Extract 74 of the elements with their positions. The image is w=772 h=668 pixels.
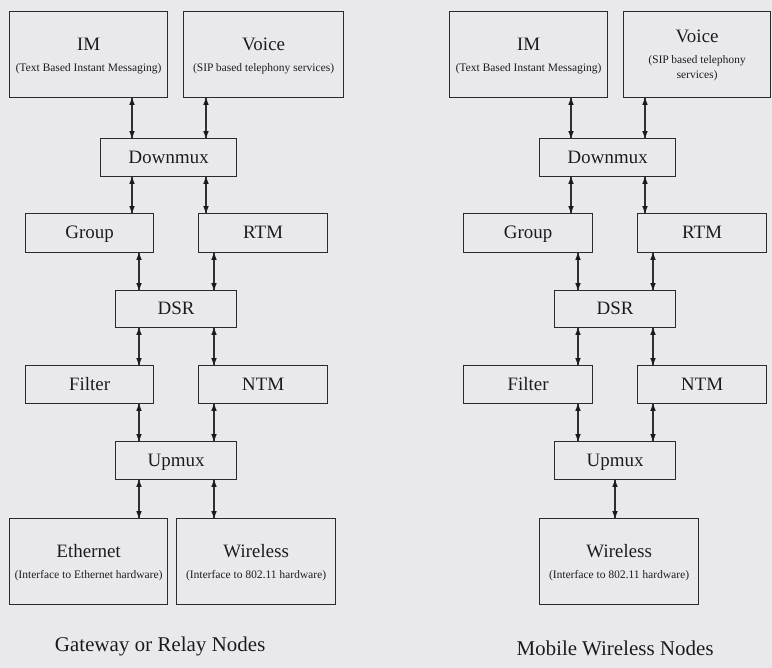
process-box bbox=[198, 365, 328, 404]
process-box bbox=[554, 441, 676, 480]
process-box bbox=[198, 213, 328, 253]
box-title: NTM bbox=[242, 374, 284, 396]
box-title: Downmux bbox=[128, 146, 209, 168]
box-title: IM bbox=[516, 34, 540, 56]
box-description: (Interface to Ethernet hardware) bbox=[14, 568, 162, 582]
arrow bbox=[211, 328, 217, 365]
process-box bbox=[463, 213, 593, 253]
arrow bbox=[642, 98, 648, 138]
diagram-caption: Gateway or Relay Nodes bbox=[54, 632, 266, 657]
process-box bbox=[539, 138, 676, 177]
process-box bbox=[623, 11, 771, 98]
box-title: Upmux bbox=[148, 450, 204, 472]
arrow bbox=[575, 328, 581, 365]
box-title: Downmux bbox=[567, 146, 648, 168]
arrow bbox=[650, 253, 656, 290]
process-box bbox=[637, 213, 767, 253]
box-description: (Text Based Instant Messaging) bbox=[456, 60, 602, 76]
process-box bbox=[449, 11, 608, 98]
box-description: (Text Based Instant Messaging) bbox=[16, 60, 162, 76]
process-box bbox=[9, 518, 168, 605]
box-description: (SIP based telephony services) bbox=[192, 60, 334, 76]
arrow bbox=[211, 253, 217, 290]
box-description: (SIP based telephony services) bbox=[647, 53, 747, 83]
arrow bbox=[211, 404, 217, 441]
box-description: (Interface to 802.11 hardware) bbox=[186, 568, 326, 582]
process-box bbox=[463, 365, 593, 404]
box-description: (Interface to 802.11 hardware) bbox=[548, 568, 690, 582]
arrow bbox=[203, 177, 209, 213]
arrow bbox=[575, 404, 581, 441]
arrow bbox=[136, 404, 142, 441]
arrow bbox=[642, 177, 648, 213]
arrow bbox=[136, 480, 142, 518]
arrow bbox=[129, 177, 135, 213]
process-box bbox=[25, 365, 154, 404]
arrow bbox=[575, 253, 581, 290]
box-title: Group bbox=[504, 222, 552, 244]
arrow bbox=[650, 404, 656, 441]
arrow bbox=[136, 253, 142, 290]
box-title: NTM bbox=[680, 374, 724, 396]
box-title: IM bbox=[76, 34, 100, 56]
arrow bbox=[650, 328, 656, 365]
box-title: RTM bbox=[682, 222, 722, 244]
arrow bbox=[568, 177, 574, 213]
arrow bbox=[136, 328, 142, 365]
process-box bbox=[115, 290, 237, 328]
diagram-caption: Mobile Wireless Nodes bbox=[516, 636, 714, 661]
arrow bbox=[568, 98, 574, 138]
process-box bbox=[183, 11, 344, 98]
box-title: RTM bbox=[242, 222, 284, 244]
process-box bbox=[9, 11, 168, 98]
process-box bbox=[554, 290, 676, 328]
process-box bbox=[539, 518, 699, 605]
process-box bbox=[637, 365, 767, 404]
box-title: Voice bbox=[242, 34, 285, 56]
box-title: Voice bbox=[676, 26, 718, 48]
box-title: Filter bbox=[507, 374, 549, 396]
box-title: Group bbox=[65, 222, 114, 244]
arrow bbox=[129, 98, 135, 138]
process-box bbox=[25, 213, 154, 253]
box-title: DSR bbox=[158, 298, 194, 320]
box-title: Ethernet bbox=[56, 540, 121, 562]
arrow bbox=[211, 480, 217, 518]
process-box bbox=[115, 441, 237, 480]
box-title: Filter bbox=[68, 374, 110, 396]
box-title: Wireless bbox=[223, 540, 289, 562]
process-box bbox=[100, 138, 237, 177]
process-box bbox=[176, 518, 336, 605]
box-title: Upmux bbox=[586, 450, 644, 472]
box-title: Wireless bbox=[586, 540, 652, 562]
box-title: DSR bbox=[596, 298, 634, 320]
arrow bbox=[612, 480, 618, 518]
arrow bbox=[203, 98, 209, 138]
